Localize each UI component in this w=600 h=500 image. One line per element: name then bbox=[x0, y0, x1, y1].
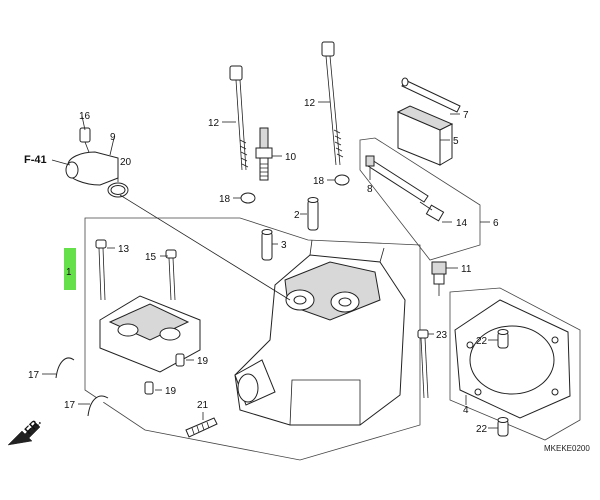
dowel-pin-part-22-lower[interactable] bbox=[497, 417, 509, 437]
bolt-part-23[interactable] bbox=[417, 329, 429, 399]
callout-7[interactable]: 7 bbox=[463, 110, 469, 121]
cylinder-head-gasket[interactable] bbox=[454, 299, 571, 419]
rocker-arm-assembly[interactable] bbox=[99, 295, 201, 373]
camshaft-holder-part-5[interactable] bbox=[396, 105, 454, 166]
callout-12-left[interactable]: 12 bbox=[208, 118, 220, 129]
clip-part-17-lower[interactable] bbox=[87, 395, 109, 417]
callout-19-upper[interactable]: 19 bbox=[197, 356, 209, 367]
callout-5[interactable]: 5 bbox=[453, 136, 459, 147]
stud-bolt-part-21[interactable] bbox=[185, 417, 218, 438]
callout-17-lower[interactable]: 17 bbox=[64, 400, 76, 411]
cylinder-head-frame bbox=[84, 217, 421, 461]
callout-8[interactable]: 8 bbox=[367, 184, 373, 195]
callout-20[interactable]: 20 bbox=[120, 157, 132, 168]
callout-3[interactable]: 3 bbox=[281, 240, 287, 251]
cap-part-19-lower[interactable] bbox=[144, 381, 154, 395]
long-stud-bolt-right[interactable] bbox=[321, 41, 344, 166]
callout-2[interactable]: 2 bbox=[294, 210, 300, 221]
reference-label[interactable]: F-41 bbox=[24, 154, 47, 166]
dowel-pin-2[interactable] bbox=[307, 197, 319, 231]
cylinder-head[interactable] bbox=[234, 239, 406, 426]
callout-10[interactable]: 10 bbox=[285, 152, 297, 163]
gasket-frame bbox=[449, 287, 581, 441]
callout-12-right[interactable]: 12 bbox=[304, 98, 316, 109]
callout-1[interactable]: 1 bbox=[66, 267, 72, 278]
callout-13[interactable]: 13 bbox=[118, 244, 130, 255]
bolt-part-13[interactable] bbox=[95, 239, 107, 301]
callout-18-right[interactable]: 18 bbox=[313, 176, 325, 187]
callout-11[interactable]: 11 bbox=[461, 264, 472, 275]
callout-16[interactable]: 16 bbox=[79, 111, 91, 122]
sensor-part-11[interactable] bbox=[431, 261, 447, 296]
leader-lines bbox=[42, 101, 498, 429]
callout-23[interactable]: 23 bbox=[436, 330, 448, 341]
pin-part-7[interactable] bbox=[401, 77, 461, 113]
callout-4[interactable]: 4 bbox=[463, 405, 469, 416]
callout-17-upper[interactable]: 17 bbox=[28, 370, 40, 381]
callout-14[interactable]: 14 bbox=[456, 218, 468, 229]
dowel-pin-3[interactable] bbox=[261, 229, 273, 261]
callout-6[interactable]: 6 bbox=[493, 218, 499, 229]
long-stud-bolt-left[interactable] bbox=[229, 65, 249, 171]
callout-21[interactable]: 21 bbox=[197, 400, 209, 411]
callout-22-lower[interactable]: 22 bbox=[476, 424, 488, 435]
dowel-pin-part-22-upper[interactable] bbox=[497, 329, 509, 349]
bolt-part-15[interactable] bbox=[165, 249, 177, 301]
washer-right[interactable] bbox=[334, 174, 350, 186]
diagram-code: MKEKE0200 bbox=[544, 444, 590, 453]
callout-9[interactable]: 9 bbox=[110, 132, 116, 143]
front-direction-arrow: FR. bbox=[7, 416, 44, 446]
callout-18-left[interactable]: 18 bbox=[219, 194, 231, 205]
clip-part-17-upper[interactable] bbox=[55, 357, 75, 379]
camshaft-holder-frame bbox=[359, 137, 481, 261]
shaft-part-8[interactable] bbox=[365, 155, 429, 203]
callout-19-lower[interactable]: 19 bbox=[165, 386, 177, 397]
callout-22-upper[interactable]: 22 bbox=[476, 336, 488, 347]
water-outlet-housing[interactable] bbox=[65, 127, 129, 198]
bolt-part-14[interactable] bbox=[419, 201, 445, 222]
spark-plug[interactable] bbox=[255, 127, 273, 181]
cap-part-19-upper[interactable] bbox=[175, 353, 185, 367]
washer-left[interactable] bbox=[240, 192, 256, 204]
callout-15[interactable]: 15 bbox=[145, 252, 157, 263]
part-1-highlight[interactable] bbox=[64, 248, 76, 290]
